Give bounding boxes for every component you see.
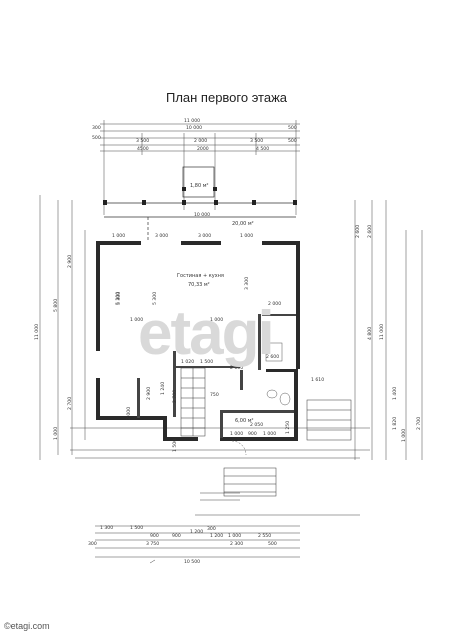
dim-label: 3 500	[136, 138, 149, 144]
dim-label: 1 000	[263, 431, 276, 437]
dim-label: 2 000	[230, 365, 243, 371]
dim-label: 2 000	[194, 138, 207, 144]
footer-watermark: ©etagi.com	[4, 621, 50, 631]
dim-label: 11 000	[379, 324, 385, 340]
dim-label: 300	[92, 125, 101, 131]
dim-label: 4500	[137, 146, 149, 152]
porch-area: 1,80 м²	[190, 183, 209, 189]
dim-label: 11 000	[34, 324, 40, 340]
dim-label: 1 000	[401, 429, 407, 442]
bath-area: 6,00 м²	[235, 418, 254, 424]
dim-label: 2 050	[250, 422, 263, 428]
dim-label: 1 500	[130, 525, 143, 531]
dim-label: 2000	[197, 146, 209, 152]
dim-label: 5 300	[152, 292, 158, 305]
dim-label: 500	[288, 125, 297, 131]
dim-label: 300	[88, 541, 97, 547]
exterior-walls	[96, 241, 300, 441]
dim-label: 1 500	[172, 439, 178, 452]
dim-label: 3 300	[244, 277, 250, 290]
terrace-column	[252, 200, 256, 205]
dim-label: 2 900	[146, 387, 152, 400]
dim-label: 1 240	[160, 382, 166, 395]
door-swing	[231, 440, 247, 456]
dim-label: 1 000	[240, 233, 253, 239]
dim-label: 900	[172, 533, 181, 539]
dim-label: 1 250	[285, 421, 291, 434]
dim-label: 3 750	[146, 541, 159, 547]
dim-label: 500	[268, 541, 277, 547]
dim-label: 5 800	[53, 299, 59, 312]
dim-label: 3 500	[250, 138, 263, 144]
plan-title: План первого этажа	[165, 90, 288, 105]
living-room-area: 70,33 м²	[188, 282, 210, 288]
dim-label: 3 000	[155, 233, 168, 239]
dim-label: 2 000	[268, 301, 281, 307]
dim-label: 2 600	[367, 225, 373, 238]
terrace-column	[182, 200, 186, 205]
dim-label: 2 600	[266, 354, 279, 360]
dim-label: 11 000	[184, 118, 200, 124]
dim-label: 5 300	[115, 292, 121, 305]
dim-label: 4 800	[367, 327, 373, 340]
dim-label: 1 500	[200, 359, 213, 365]
dim-label: 10 500	[184, 559, 200, 565]
dim-label: 900	[150, 533, 159, 539]
dim-label: 1 020	[181, 359, 194, 365]
dim-label: 1 000	[228, 533, 241, 539]
living-room-name: Гостиная + кухня	[177, 273, 224, 279]
dim-label: 2 700	[172, 390, 178, 403]
watermark-logo: etagi	[138, 298, 275, 369]
dim-label: 10 000	[186, 125, 202, 131]
dim-label: 1 000	[112, 233, 125, 239]
dim-label: 500	[288, 138, 297, 144]
dim-label: 750	[210, 392, 219, 398]
dim-label: 900	[248, 431, 257, 437]
dim-label: 4 500	[256, 146, 269, 152]
terrace-column	[293, 200, 297, 205]
entrance-steps	[223, 399, 352, 497]
dim-label: 2 300	[230, 541, 243, 547]
dim-label: 1 200	[210, 533, 223, 539]
dim-label: 2 700	[416, 417, 422, 430]
dim-label: 1 400	[392, 387, 398, 400]
dim-label: 10 000	[194, 212, 210, 218]
dim-label: 2 000	[126, 407, 132, 420]
dim-label: 5 300	[116, 292, 122, 305]
bath-fixtures	[265, 342, 291, 406]
dim-label: 2 700	[67, 397, 73, 410]
dim-label: 300	[207, 526, 216, 532]
terrace-column	[142, 200, 146, 205]
dim-label: 1 000	[230, 431, 243, 437]
watermark-text: etagi	[138, 299, 275, 368]
interior-walls	[137, 314, 296, 438]
dim-label: 1 000	[210, 317, 223, 323]
dim-label: 3 000	[198, 233, 211, 239]
dim-label: 2 550	[258, 533, 271, 539]
dim-label: 1 200	[190, 529, 203, 535]
terrace-column	[103, 200, 107, 205]
dim-label: 1 820	[392, 417, 398, 430]
dim-label: 1 300	[100, 525, 113, 531]
terrace-area: 20,00 м²	[232, 221, 254, 227]
staircase	[180, 367, 206, 437]
porch-outline	[182, 166, 215, 198]
terrace-column	[214, 200, 218, 205]
dim-label: 1 000	[130, 317, 143, 323]
dim-label: 500	[92, 135, 101, 141]
dim-label: 1 000	[53, 427, 59, 440]
dim-label: 2 900	[67, 255, 73, 268]
dim-label: 1 610	[311, 377, 324, 383]
dim-label: 2 600	[355, 225, 361, 238]
